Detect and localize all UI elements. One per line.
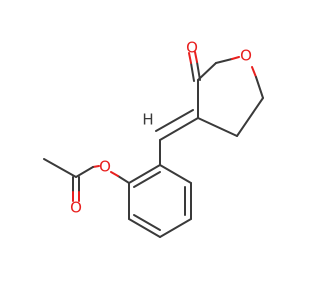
atom-label-ester-oxygen: O xyxy=(99,158,111,176)
bond-carbonyl-1-dark xyxy=(196,61,201,81)
bond-c3-ch-double xyxy=(155,109,194,132)
bond-o1-c5-dark xyxy=(255,76,264,99)
bond-carbonyl-2-dark xyxy=(190,62,195,82)
atom-label-vinyl-hydrogen: H xyxy=(142,111,153,129)
bond-ar-oester-dark xyxy=(117,175,130,184)
molecule-structure: O O H O O xyxy=(43,39,264,238)
bond-c2-o1-red xyxy=(231,56,240,60)
bond-o1-c5-red xyxy=(251,66,257,78)
bond-carbonyl-2-red xyxy=(188,52,192,64)
bond-ar-6-inner xyxy=(133,171,161,188)
bond-ar-4 xyxy=(128,218,161,238)
atom-label-acetyl-carbonyl-oxygen: O xyxy=(70,199,82,217)
bond-c4-c3 xyxy=(197,117,238,137)
bond-ar-3 xyxy=(159,218,192,238)
structure-canvas: O O H O O xyxy=(43,39,264,238)
bond-ar-4-inner xyxy=(133,214,161,231)
atom-label-carbonyl-oxygen-lactone: O xyxy=(186,39,198,57)
acetate-group xyxy=(43,158,130,202)
bond-ar-oester-red xyxy=(110,171,119,177)
atom-label-ring-oxygen: O xyxy=(240,47,252,65)
bond-oester-c-dark xyxy=(75,166,94,178)
exocyclic-double-bond xyxy=(155,109,199,166)
benzene-ring xyxy=(128,164,192,238)
bond-c5-c4 xyxy=(236,97,264,137)
bond-ar-6 xyxy=(128,164,161,184)
bond-c-ch3 xyxy=(43,158,77,178)
bond-carbonyl-1-red xyxy=(194,51,198,63)
bond-c2-o1-dark xyxy=(215,58,233,64)
bond-oester-c-red xyxy=(92,165,100,168)
lactone-ring xyxy=(188,51,264,137)
bond-ar-1 xyxy=(159,164,192,184)
bond-c2-c3 xyxy=(197,62,217,81)
bond-c3-ch xyxy=(159,117,199,141)
